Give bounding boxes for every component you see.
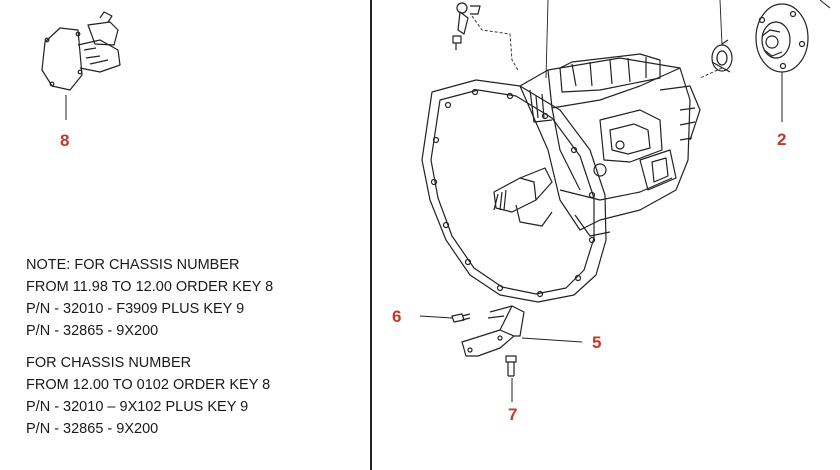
note-line: FOR CHASSIS NUMBER: [26, 355, 192, 371]
callout-key-6: 6: [392, 307, 402, 326]
output-flange-illustration: [755, 0, 831, 122]
note-line: FROM 12.00 TO 0102 ORDER KEY 8: [26, 377, 271, 393]
mounting-bracket-illustration: [461, 305, 583, 357]
callout-key-8: 8: [60, 131, 70, 150]
note-line: NOTE: FOR CHASSIS NUMBER: [26, 257, 240, 273]
gearbox-body-illustration: [519, 53, 701, 237]
key-8-assembly-illustration: [41, 11, 121, 120]
callout-key-5: 5: [592, 333, 602, 352]
bell-housing-illustration: [421, 79, 607, 303]
bolt-7-illustration: [505, 355, 517, 402]
callout-key-2: 2: [777, 130, 787, 149]
panel-divider: [370, 0, 372, 470]
top-fitting-illustration: [452, 0, 549, 79]
screw-6-illustration: [419, 313, 471, 323]
chassis-note-1: NOTE: FOR CHASSIS NUMBER FROM 11.98 TO 1…: [26, 254, 273, 342]
seal-ring-illustration: [699, 0, 733, 79]
note-line: FROM 11.98 TO 12.00 ORDER KEY 8: [26, 279, 274, 295]
note-line: P/N - 32865 - 9X200: [26, 323, 159, 339]
chassis-note-2: FOR CHASSIS NUMBER FROM 12.00 TO 0102 OR…: [26, 352, 270, 440]
callout-key-7: 7: [508, 405, 518, 424]
note-line: P/N - 32865 - 9X200: [26, 421, 159, 437]
note-line: P/N - 32010 - F3909 PLUS KEY 9: [26, 301, 245, 317]
note-line: P/N - 32010 – 9X102 PLUS KEY 9: [26, 399, 249, 415]
